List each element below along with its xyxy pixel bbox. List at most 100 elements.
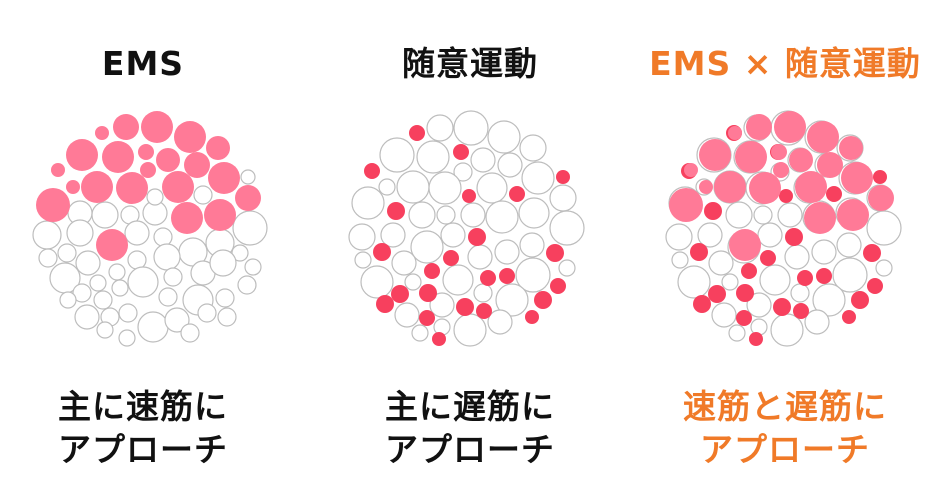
muscle-fiber	[875, 259, 893, 277]
slow-twitch-fiber	[376, 295, 394, 313]
muscle-fiber	[391, 250, 417, 276]
fast-twitch-fiber	[714, 171, 746, 203]
fast-twitch-fiber	[669, 188, 703, 222]
fast-twitch-fiber	[841, 162, 873, 194]
fast-twitch-fiber	[51, 163, 65, 177]
muscle-fiber	[410, 230, 444, 264]
muscle-fiber	[753, 205, 773, 225]
fast-twitch-fiber	[789, 148, 813, 172]
muscle-fiber	[671, 251, 689, 269]
slow-twitch-fiber	[693, 295, 711, 313]
muscle-fiber	[426, 114, 454, 142]
slow-twitch-fiber	[867, 278, 883, 294]
muscle-fiber	[124, 220, 150, 246]
fast-twitch-fiber	[735, 141, 767, 173]
muscle-fiber	[127, 266, 159, 298]
slow-twitch-fiber	[550, 278, 566, 294]
panel-ems: EMS 主に速筋に アプローチ	[0, 0, 303, 500]
fast-twitch-fiber	[174, 121, 206, 153]
muscle-fiber	[118, 303, 138, 323]
fast-twitch-fiber	[699, 180, 713, 194]
panel-title-voluntary: 随意運動	[402, 44, 538, 83]
fast-twitch-fiber	[795, 171, 827, 203]
muscle-fiber	[57, 243, 77, 263]
muscle-fiber	[757, 222, 783, 248]
fast-twitch-fiber	[204, 199, 236, 231]
fast-twitch-fiber	[140, 162, 156, 178]
slow-twitch-fiber	[785, 228, 803, 246]
muscle-fiber	[146, 188, 164, 206]
muscle-fiber	[759, 264, 791, 296]
slow-twitch-fiber	[779, 189, 793, 203]
slow-twitch-fiber	[525, 310, 539, 324]
slow-twitch-fiber	[842, 310, 856, 324]
muscle-fiber	[237, 275, 257, 295]
slow-twitch-fiber	[793, 303, 809, 319]
muscle-fiber	[495, 283, 529, 317]
muscle-fiber	[111, 279, 129, 297]
caption-line-2: アプローチ	[385, 430, 555, 469]
muscle-fiber	[836, 232, 862, 258]
panel-title-combined: EMS × 随意運動	[649, 44, 921, 83]
slow-twitch-fiber	[462, 189, 476, 203]
muscle-fiber	[244, 258, 262, 276]
fast-twitch-fiber	[771, 144, 787, 160]
caption-line-2: アプローチ	[58, 430, 228, 469]
fast-twitch-fiber	[746, 114, 772, 140]
muscle-fiber	[519, 232, 545, 258]
muscle-fiber	[72, 283, 92, 303]
slow-twitch-fiber	[480, 270, 496, 286]
muscle-fiber	[232, 210, 268, 246]
slow-twitch-fiber	[432, 332, 446, 346]
muscle-fiber	[440, 222, 466, 248]
slow-twitch-fiber	[704, 202, 722, 220]
fast-twitch-fiber	[113, 114, 139, 140]
fast-twitch-fiber	[807, 121, 839, 153]
muscle-fiber	[728, 324, 746, 342]
muscle-fiber	[521, 161, 555, 195]
muscle-fiber	[725, 201, 753, 229]
fast-twitch-fiber	[837, 199, 869, 231]
muscle-fiber	[394, 302, 420, 328]
slow-twitch-fiber	[443, 250, 459, 266]
muscle-fiber	[497, 152, 523, 178]
fast-twitch-fiber	[184, 152, 210, 178]
caption-line-1: 速筋と遅筋に	[683, 387, 887, 426]
panel-voluntary: 随意運動 主に遅筋に アプローチ	[310, 0, 630, 500]
fast-twitch-fiber	[36, 188, 70, 222]
muscle-fiber	[163, 267, 183, 287]
slow-twitch-fiber	[468, 228, 486, 246]
muscle-fiber	[164, 307, 190, 333]
fast-twitch-fiber	[804, 202, 836, 234]
fast-twitch-fiber	[839, 136, 863, 160]
muscle-fiber	[746, 292, 772, 318]
muscle-fiber	[408, 201, 436, 229]
muscle-fiber	[494, 239, 520, 265]
slow-twitch-fiber	[851, 291, 869, 309]
fast-twitch-fiber	[208, 162, 240, 194]
slow-twitch-fiber	[736, 310, 752, 326]
slow-twitch-fiber	[749, 332, 763, 346]
muscle-fiber	[118, 329, 136, 347]
slow-twitch-fiber	[509, 186, 525, 202]
fast-twitch-fiber	[162, 171, 194, 203]
muscle-fiber	[215, 288, 235, 308]
muscle-fiber	[378, 178, 396, 196]
slow-twitch-fiber	[736, 284, 754, 302]
slow-twitch-fiber	[409, 125, 425, 141]
muscle-fiber	[351, 186, 385, 220]
muscle-fiber	[404, 273, 422, 291]
slow-twitch-fiber	[424, 263, 440, 279]
muscle-fiber	[91, 201, 119, 229]
muscle-fiber	[677, 265, 711, 299]
muscle-fiber	[558, 259, 576, 277]
muscle-fiber	[453, 110, 489, 146]
panel-caption-combined: 速筋と遅筋に アプローチ	[625, 385, 940, 471]
muscle-fiber	[665, 223, 693, 251]
fast-twitch-fiber	[868, 185, 894, 211]
fast-twitch-fiber	[96, 229, 128, 261]
slow-twitch-fiber	[391, 285, 409, 303]
muscle-fiber	[812, 283, 846, 317]
muscle-fiber	[38, 248, 58, 268]
